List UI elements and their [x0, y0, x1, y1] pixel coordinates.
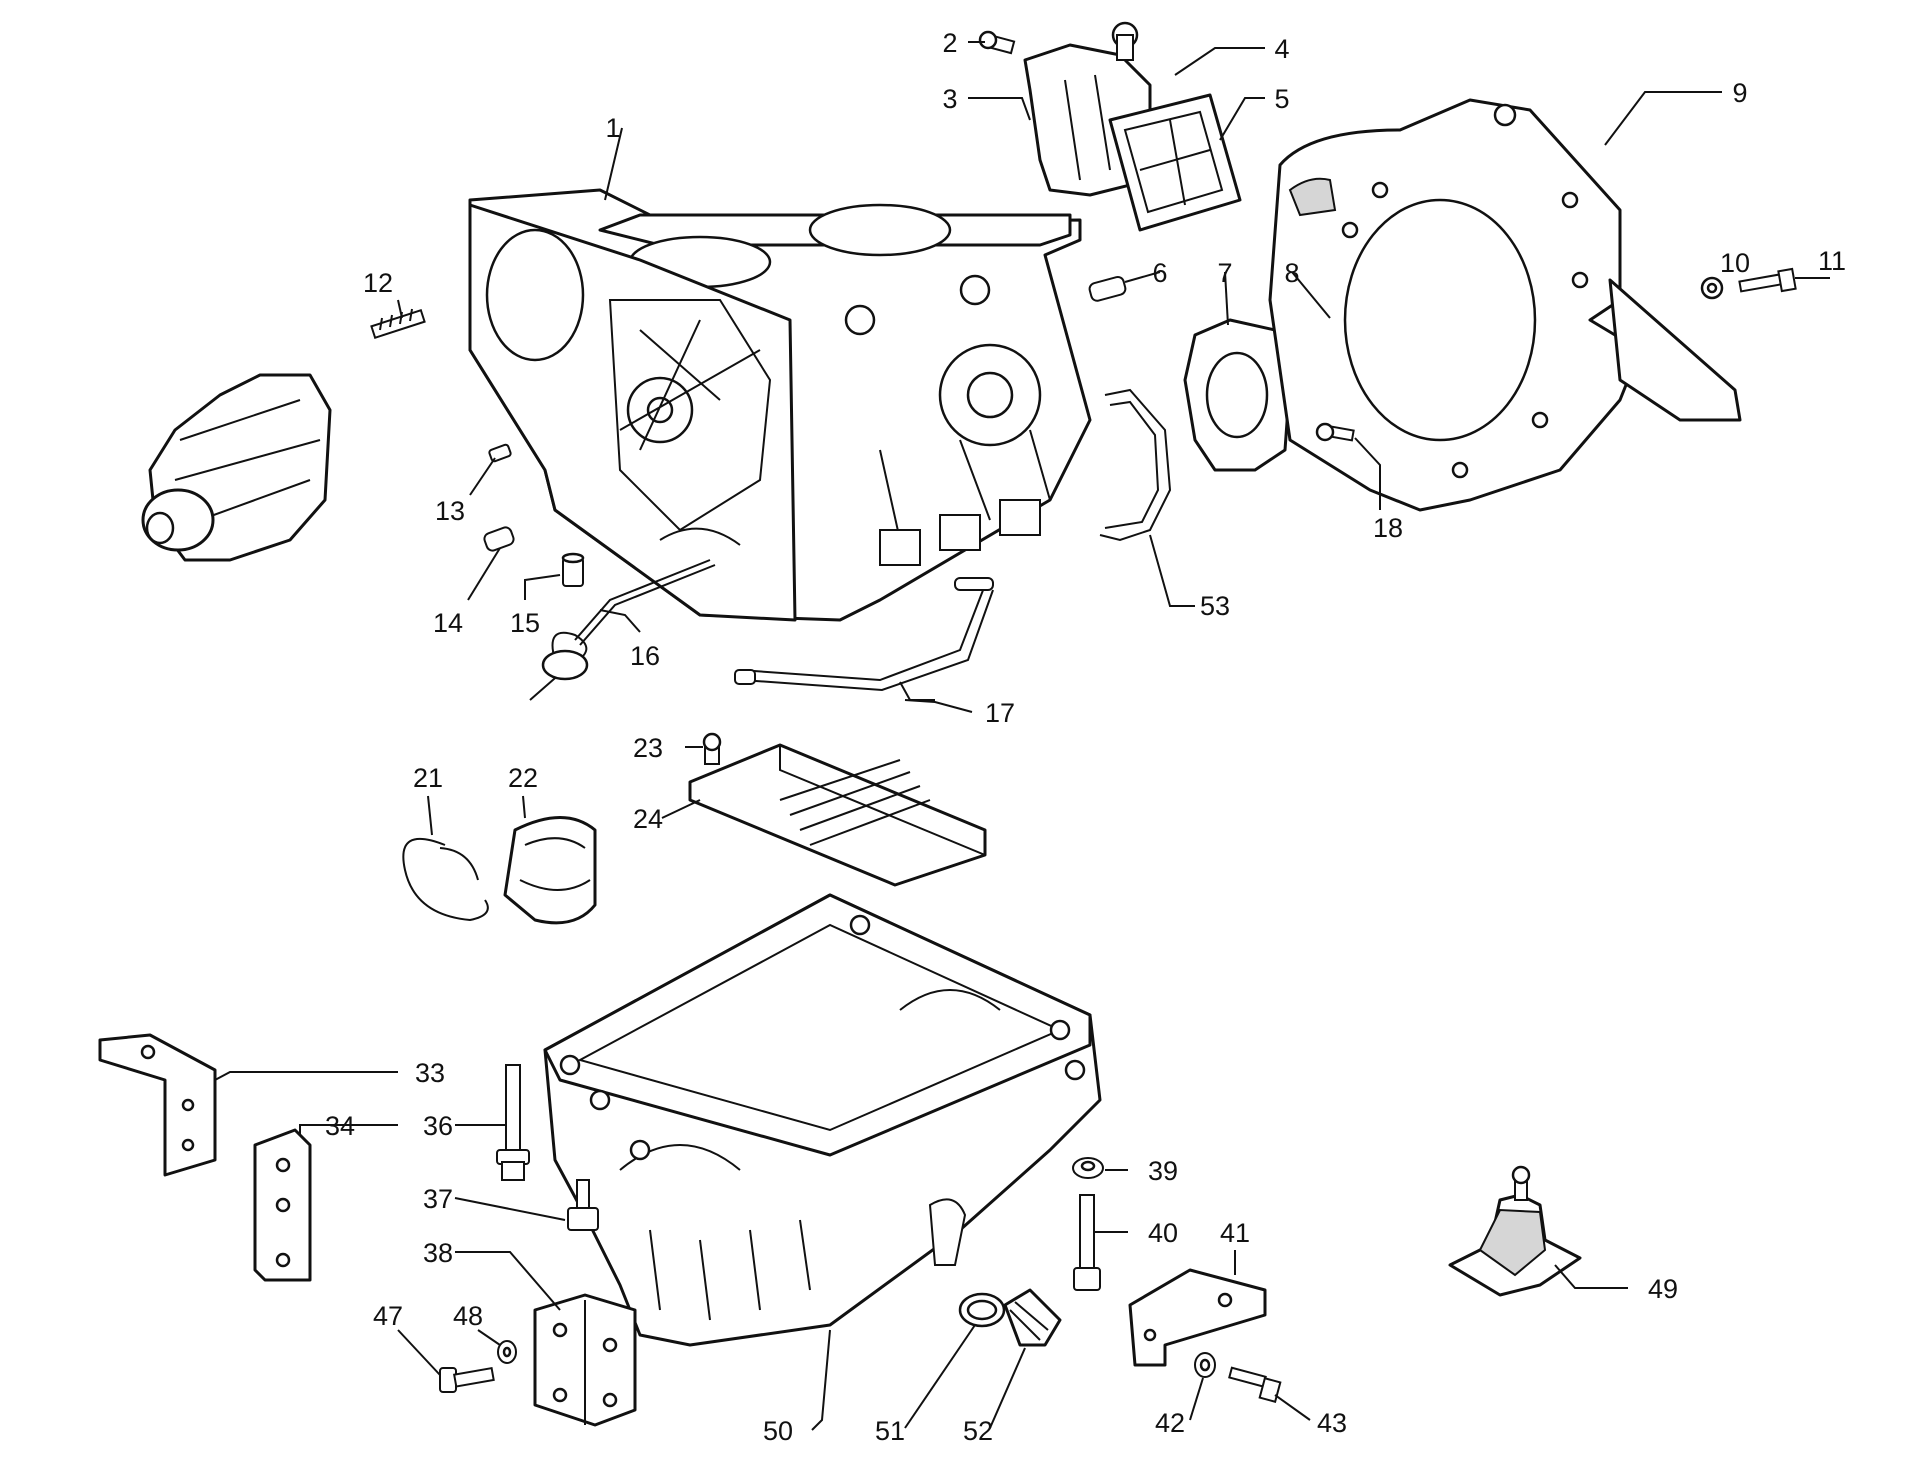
callout-14: 14 [433, 608, 463, 638]
grub-screw-13-part [488, 443, 512, 463]
callout-33: 33 [415, 1058, 445, 1088]
callout-41: 41 [1220, 1218, 1250, 1248]
long-bolt-36-part [496, 1064, 530, 1181]
callout-38: 38 [423, 1238, 453, 1268]
callout-48: 48 [453, 1301, 483, 1331]
callout-49: 49 [1648, 1274, 1678, 1304]
baffle-plate-24-part [688, 743, 987, 887]
callout-8: 8 [1284, 258, 1299, 288]
bolt-18-part [1315, 422, 1355, 442]
callout-23: 23 [633, 733, 663, 763]
callout-52: 52 [963, 1416, 993, 1446]
washer-48-part [497, 1340, 517, 1364]
callout-34: 34 [325, 1111, 355, 1141]
callout-13: 13 [435, 496, 465, 526]
callout-47: 47 [373, 1301, 403, 1331]
callout-2: 2 [942, 28, 957, 58]
oil-pipe-16-part [529, 559, 716, 701]
callout-42: 42 [1155, 1408, 1185, 1438]
callout-50: 50 [763, 1416, 793, 1446]
callout-17: 17 [985, 698, 1015, 728]
callout-37: 37 [423, 1184, 453, 1214]
callout-16: 16 [630, 641, 660, 671]
thrust-ring-21-part [402, 837, 489, 922]
bushing-15-part [561, 552, 585, 587]
callout-10: 10 [1720, 248, 1750, 278]
dowel-6-part [1088, 275, 1127, 302]
callout-11: 11 [1818, 246, 1846, 276]
bracket-34-part [253, 1128, 312, 1282]
stud-12-part [370, 308, 426, 340]
callout-6: 6 [1152, 258, 1167, 288]
dowel-14-part [483, 526, 515, 552]
sealing-ring-51-part [958, 1292, 1006, 1328]
washer-39-part [1072, 1157, 1104, 1179]
bracket-38-part [533, 1293, 637, 1427]
bolt-43-part [1228, 1366, 1282, 1403]
callout-5: 5 [1274, 84, 1289, 114]
screw-2-part [978, 30, 1016, 55]
engine-mount-49-part [1448, 1165, 1582, 1297]
callout-22: 22 [508, 763, 538, 793]
bolt-37-part [567, 1179, 599, 1231]
bearing-shell-22-part [503, 816, 597, 925]
screw-23-part [702, 732, 722, 765]
drain-plug-52-part [1003, 1288, 1062, 1347]
callout-24: 24 [633, 804, 663, 834]
oil-pipe-17-part [734, 577, 994, 701]
callout-labels: 1 2 3 4 5 6 7 8 9 10 11 12 13 14 15 16 1… [325, 28, 1846, 1446]
callout-15: 15 [510, 608, 540, 638]
cover-plate-7-part [1183, 318, 1292, 472]
valve-cover-assembly-part [1023, 21, 1242, 232]
bolt-11-part [1738, 267, 1797, 293]
callout-51: 51 [875, 1416, 905, 1446]
cylinder-block-part [468, 188, 1092, 622]
oil-sump-50-part [543, 893, 1102, 1347]
washer-10-part [1700, 276, 1724, 300]
callout-53: 53 [1200, 591, 1230, 621]
callout-7: 7 [1217, 258, 1232, 288]
callout-40: 40 [1148, 1218, 1178, 1248]
callout-9: 9 [1732, 78, 1747, 108]
callout-18: 18 [1373, 513, 1403, 543]
bracket-41-part [1128, 1268, 1267, 1367]
callout-12: 12 [363, 268, 393, 298]
washer-42-part [1194, 1352, 1216, 1378]
bracket-33-part [98, 1033, 217, 1177]
bolt-40-part [1073, 1194, 1101, 1291]
callout-4: 4 [1274, 34, 1289, 64]
leader-lines [214, 41, 1830, 1431]
water-pump-part [141, 373, 332, 562]
callout-21: 21 [413, 763, 443, 793]
gasket-53-part [1099, 388, 1172, 542]
callout-3: 3 [942, 84, 957, 114]
callout-39: 39 [1148, 1156, 1178, 1186]
callout-36: 36 [423, 1111, 453, 1141]
flywheel-housing-9-part [1268, 98, 1742, 512]
bolt-47-part [439, 1366, 495, 1393]
callout-1: 1 [605, 113, 620, 143]
callout-43: 43 [1317, 1408, 1347, 1438]
